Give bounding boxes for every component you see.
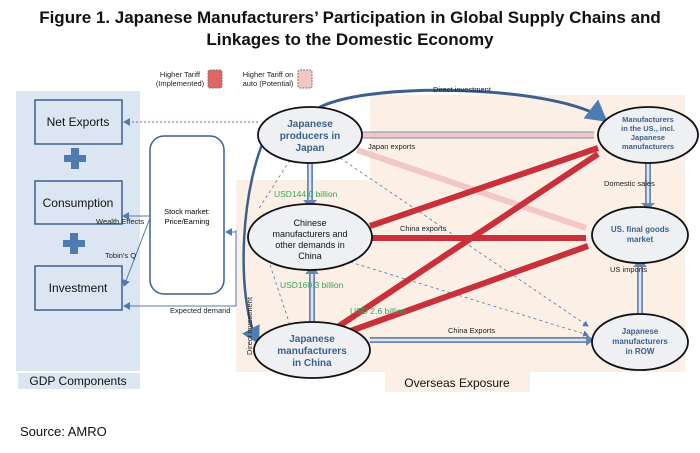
node-text: in ROW <box>626 347 655 356</box>
usd-160-label: USD160.3 billion <box>280 280 344 290</box>
us-final-goods-node <box>591 206 689 264</box>
node-text: Japanese <box>631 133 665 142</box>
node-text: in the US., incl. <box>621 124 675 133</box>
chinese-manufacturers-node <box>247 203 373 271</box>
net-exports-label: Net Exports <box>47 115 110 129</box>
net-exports-box <box>34 99 123 145</box>
china-exports-row-label: China Exports <box>448 326 495 335</box>
source-note: Source: AMRO <box>20 424 107 439</box>
gdp-caption: GDP Components <box>29 374 126 388</box>
node-text: manufacturers <box>622 142 674 151</box>
usd-144-label: USD144.0 billion <box>274 189 338 199</box>
node-text: producers in <box>280 131 341 142</box>
node-text: China <box>298 251 322 261</box>
japanese-mfrs-china-node <box>253 321 371 379</box>
legend-implemented-text1: Higher Tariff <box>160 70 201 79</box>
node-text: Japan <box>296 143 325 154</box>
node-text: Japanese <box>287 119 333 130</box>
node-text: Japanese <box>622 327 659 336</box>
node-text: Chinese <box>293 218 326 228</box>
stock-market-box <box>149 135 225 295</box>
node-text: in China <box>292 358 332 369</box>
legend-implemented-text2: (Implemented) <box>156 79 205 88</box>
domestic-sales-label: Domestic sales <box>604 179 655 188</box>
legend-potential-swatch <box>297 69 313 89</box>
direct-investment-top-arrow <box>314 88 608 122</box>
wealth-effects-label: Wealth Effects <box>96 217 144 226</box>
node-text: Manufacturers <box>622 115 674 124</box>
node-text: other demands in <box>275 240 345 250</box>
node-text: market <box>627 235 654 244</box>
legend-potential-text2: auto (Potential) <box>243 79 294 88</box>
legend-potential-text1: Higher Tariff on <box>243 70 294 79</box>
investment-box <box>34 265 123 311</box>
figure-title-line2: Linkages to the Domestic Economy <box>206 30 494 49</box>
node-text: manufacturers <box>612 337 668 346</box>
overseas-panel <box>236 95 685 372</box>
tobins-q-label: Tobin's Q <box>105 251 136 260</box>
stock-market-label-2: Price/Earning <box>164 217 209 226</box>
consumption-box <box>34 180 123 225</box>
overseas-caption-box <box>385 372 530 392</box>
investment-label: Investment <box>49 281 108 295</box>
direct-investment-side-arrow <box>242 127 272 345</box>
direct-investment-top-label: Direct investment <box>433 85 492 94</box>
jpmfr-china-to-us-final-tariff-arrow <box>340 243 590 337</box>
node-text: US. final goods <box>611 225 670 234</box>
tobins-q-arrow <box>122 217 151 287</box>
jpmfr-china-to-us-mfr-tariff-arrow <box>334 151 600 331</box>
node-text: Japanese <box>289 334 335 345</box>
dashed-link <box>257 159 291 211</box>
legend-implemented-swatch <box>207 69 223 89</box>
dashed-link <box>269 264 291 326</box>
consumption-label: Consumption <box>43 196 114 210</box>
japanese-producers-node <box>257 106 363 164</box>
japan-exports-label: Japan exports <box>368 142 415 151</box>
node-text: manufacturers and <box>272 229 347 239</box>
node-text: manufacturers <box>277 346 347 357</box>
gdp-caption-box <box>18 373 140 389</box>
overseas-caption: Overseas Exposure <box>404 376 510 390</box>
expected-demand-arrow <box>123 230 237 310</box>
china-exports-label: China exports <box>400 224 447 233</box>
expected-demand-label: Expected demand <box>170 306 230 315</box>
usd-2-6-label: USD 2.6 billion <box>350 306 406 316</box>
japanese-mfrs-row-node <box>591 313 689 371</box>
direct-investment-side-label: Direct investment <box>245 296 254 355</box>
stock-market-label-1: Stock market: <box>164 207 210 216</box>
us-imports-label: US imports <box>610 265 647 274</box>
china-to-us-mfr-tariff-arrow <box>369 145 599 229</box>
figure-title-line1: Figure 1. Japanese Manufacturers’ Partic… <box>39 8 661 27</box>
us-manufacturers-node <box>597 106 699 164</box>
plus-icon <box>63 148 86 254</box>
dashed-link <box>339 157 589 327</box>
